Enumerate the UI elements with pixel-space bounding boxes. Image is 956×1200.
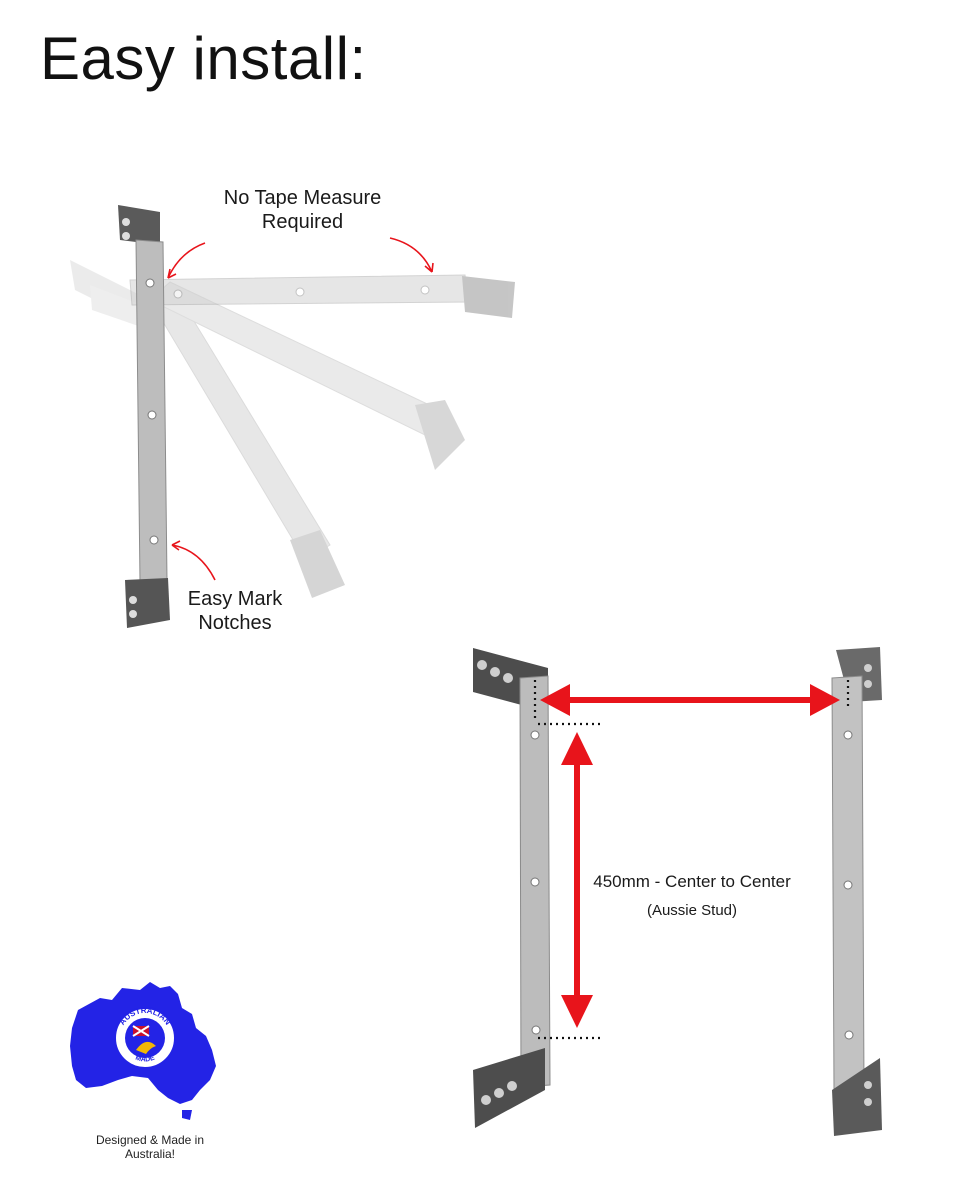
mark-notch	[149, 535, 159, 545]
mark-notch	[147, 410, 157, 420]
mark-notch	[844, 1030, 854, 1040]
vertical-bracket-upright	[118, 205, 170, 628]
horizontal-bracket-arm	[129, 274, 515, 318]
mark-notch	[295, 287, 305, 297]
badge-caption: Designed & Made in Australia!	[70, 1133, 230, 1161]
callout-arrows	[167, 237, 434, 581]
mark-notch	[530, 877, 540, 887]
mark-notch	[843, 880, 853, 890]
kangaroo-icon	[136, 1041, 156, 1054]
mark-notch	[530, 730, 540, 740]
badge-caption-line2: Australia!	[124, 1147, 176, 1161]
measurement-sublabel: (Aussie Stud)	[646, 902, 738, 919]
measurement-label: 450mm - Center to Center	[593, 872, 791, 891]
reference-dotted-lines	[533, 680, 850, 1040]
callout-easy-mark-line1: Easy Mark	[187, 588, 283, 610]
right-bracket-upright	[831, 647, 882, 1136]
callout-no-tape-line1: No Tape Measure	[223, 187, 382, 209]
callout-no-tape: No Tape Measure Required	[200, 186, 405, 234]
callout-no-tape-line2: Required	[261, 211, 344, 233]
mark-notch	[531, 1025, 541, 1035]
width-arrow	[540, 684, 840, 716]
mark-notch	[420, 285, 430, 295]
mark-notch	[173, 289, 183, 299]
mark-notch	[843, 730, 853, 740]
page-title: Easy install:	[40, 25, 367, 92]
badge-ring-bottom-text: MADE	[134, 1054, 156, 1063]
badge-caption-line1: Designed & Made in	[95, 1133, 205, 1147]
tasmania-shape	[182, 1110, 192, 1120]
callout-easy-mark: Easy Mark Notches	[170, 587, 300, 635]
height-arrow	[561, 732, 593, 1028]
left-bracket-upright	[473, 648, 551, 1128]
callout-easy-mark-line2: Notches	[198, 612, 272, 634]
mark-notch	[145, 278, 155, 288]
